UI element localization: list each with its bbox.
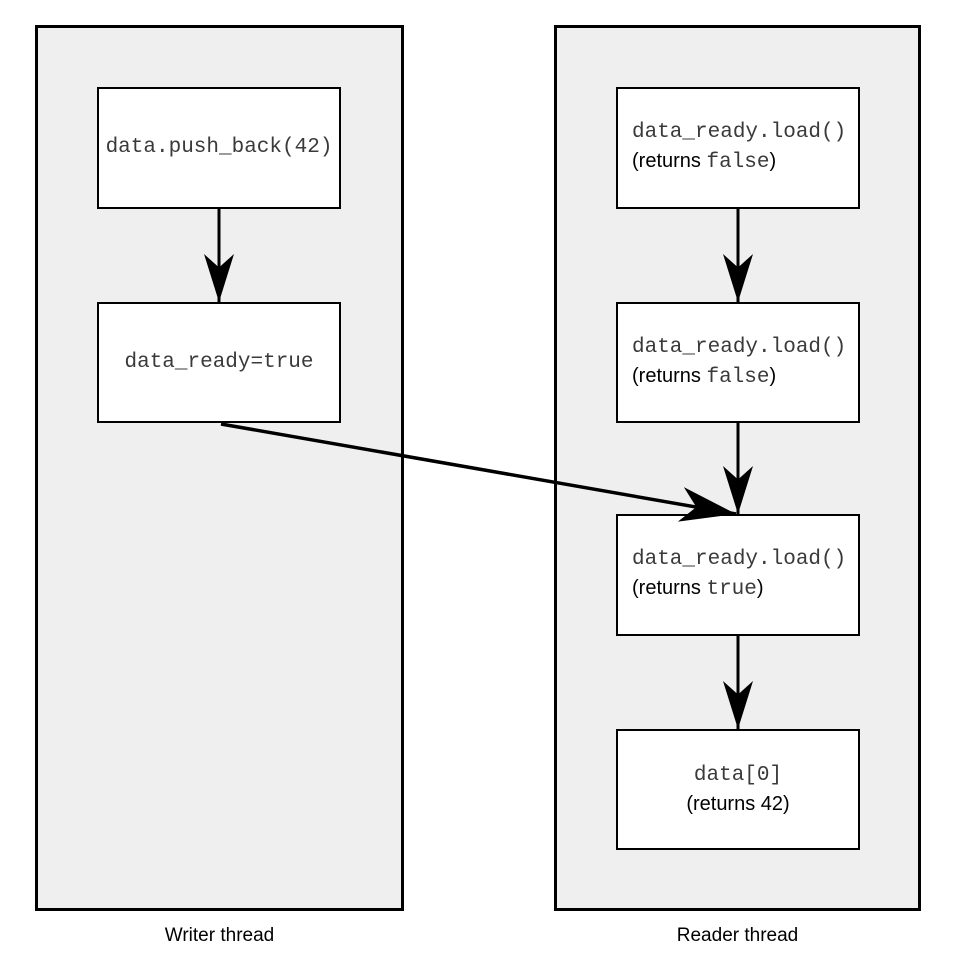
return-value-code: false	[706, 151, 770, 174]
code-text: data[0]	[693, 763, 783, 787]
code-text: data_ready=true	[124, 350, 314, 374]
return-value-code: true	[706, 578, 757, 601]
code-text: data_ready.load()	[632, 335, 847, 359]
reader-step-load-1: data_ready.load() (returns false)	[616, 87, 860, 209]
reader-step-read-data: data[0] (returns 42)	[616, 729, 860, 850]
code-text: data_ready.load()	[632, 121, 847, 144]
writer-thread-label: Writer thread	[164, 925, 275, 946]
code-text: data_ready.load()	[632, 548, 847, 571]
writer-step-set-flag: data_ready=true	[97, 302, 341, 423]
code-text: data.push_back(42)	[105, 136, 333, 159]
reader-step-load-2: data_ready.load() (returns false)	[616, 302, 860, 423]
return-value-text: (returns true)	[632, 577, 764, 601]
reader-thread-label: Reader thread	[676, 925, 799, 946]
return-value-text: (returns 42)	[686, 792, 790, 815]
return-value-text: (returns false)	[632, 364, 777, 389]
return-value-text: (returns false)	[632, 150, 777, 174]
reader-step-load-3: data_ready.load() (returns true)	[616, 514, 860, 636]
writer-step-push-back: data.push_back(42)	[97, 87, 341, 209]
return-value-code: false	[706, 365, 770, 389]
